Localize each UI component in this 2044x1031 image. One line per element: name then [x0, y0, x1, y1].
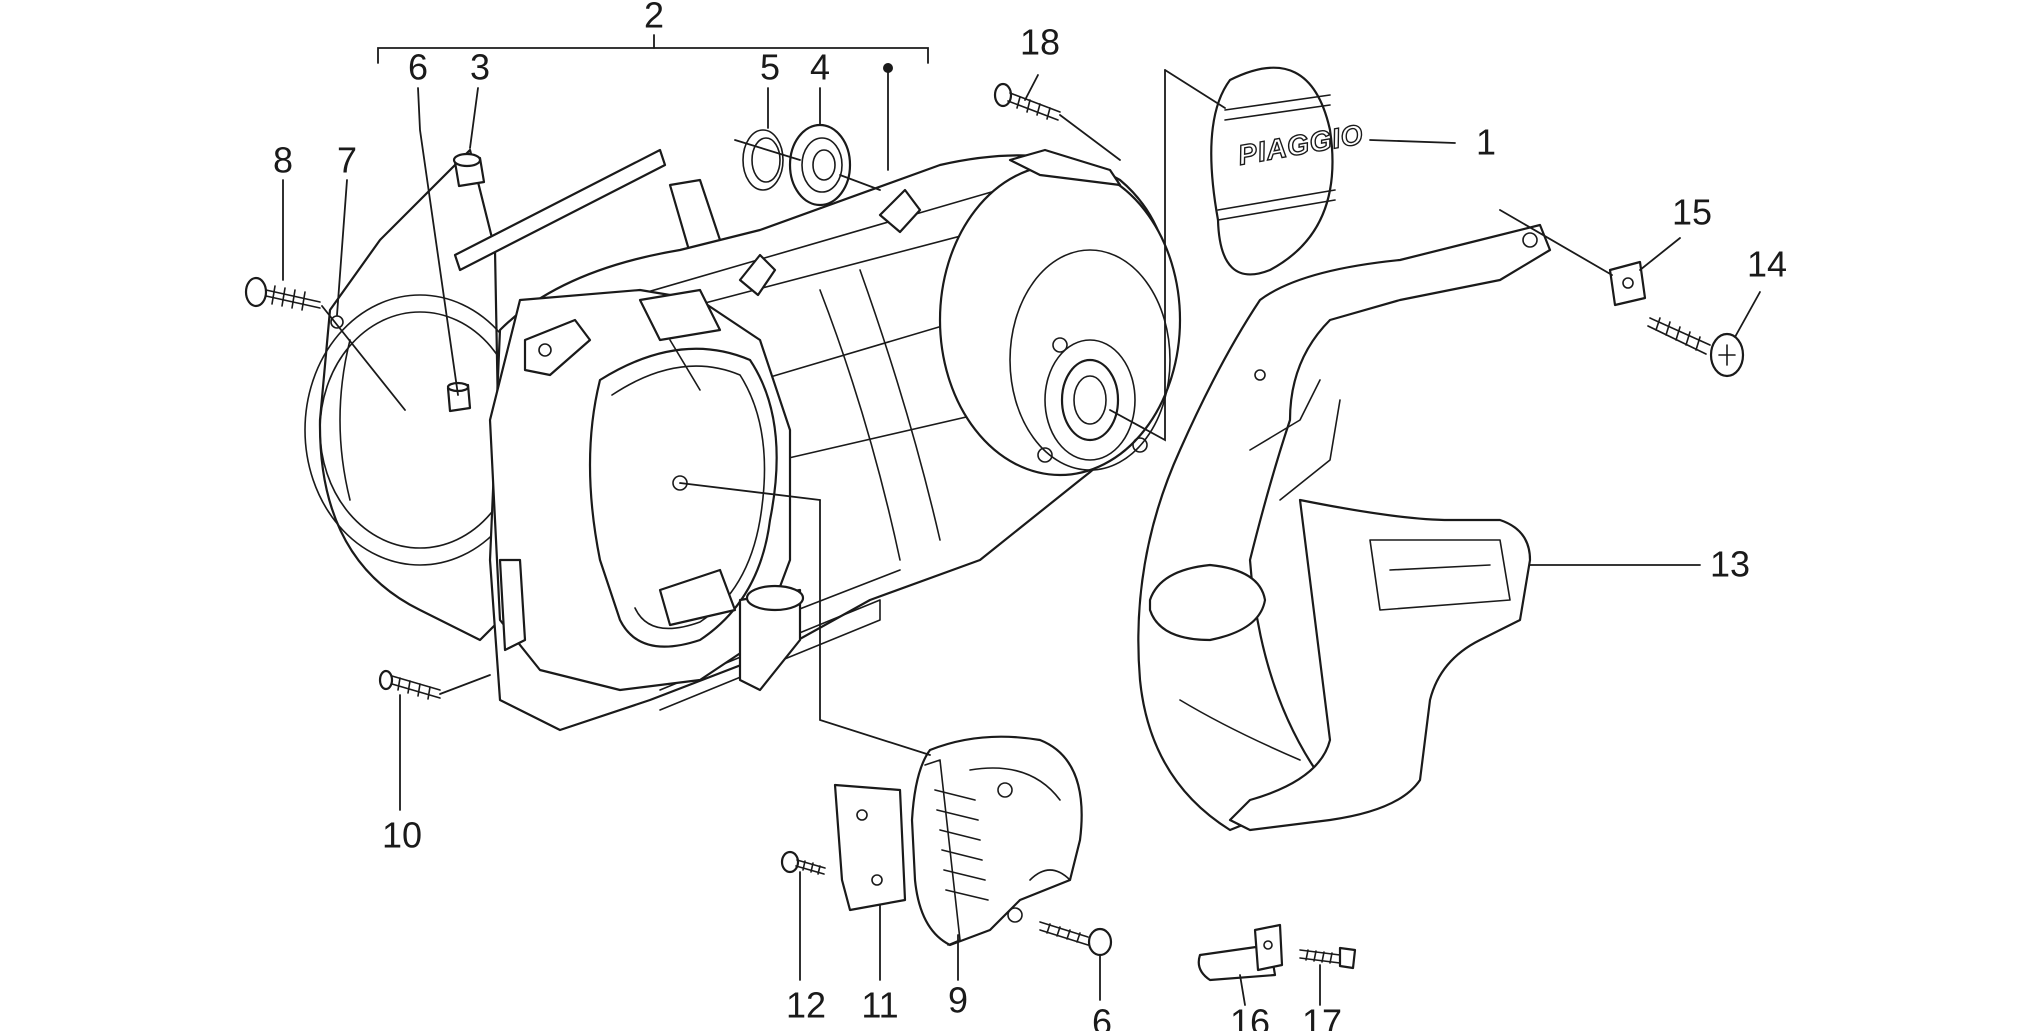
callout-labels: 1 2 3 4 5 6 6 7 8 9 10 11 12 13 14 15 16…	[273, 0, 1787, 1031]
part-18-bolt	[993, 82, 1061, 121]
part-12-screw	[780, 850, 826, 875]
part-6-screw	[1039, 921, 1113, 957]
callout-4: 4	[810, 47, 830, 88]
part-15-clip-nut	[1608, 260, 1647, 307]
part-1-cover-cap: PIAGGIO	[1210, 66, 1367, 276]
part-13-guard	[1137, 223, 1552, 832]
callout-18: 18	[1020, 22, 1060, 63]
callout-12: 12	[786, 985, 826, 1026]
part-6-dowel	[446, 381, 472, 413]
callout-7: 7	[337, 140, 357, 181]
part-4-bearing	[788, 123, 852, 207]
callout-10: 10	[382, 815, 422, 856]
callout-3: 3	[470, 47, 490, 88]
callout-14: 14	[1747, 244, 1787, 285]
callout-15: 15	[1672, 192, 1712, 233]
callout-9: 9	[948, 980, 968, 1021]
callout-5: 5	[760, 47, 780, 88]
part-8-screw	[244, 276, 321, 311]
callout-1: 1	[1476, 122, 1496, 163]
part-5-circlip	[742, 129, 784, 191]
part-2-intake-housing	[488, 288, 805, 692]
part-17-screw	[1299, 946, 1357, 970]
callout-13: 13	[1710, 544, 1750, 585]
part-10-screw	[378, 669, 441, 700]
callout-8: 8	[273, 140, 293, 181]
callout-11: 11	[861, 985, 898, 1026]
callout-16: 16	[1230, 1002, 1270, 1031]
callout-17: 17	[1302, 1002, 1342, 1031]
part-3-pin	[452, 152, 486, 188]
part-16-bracket	[1197, 923, 1284, 982]
callout-6-left: 6	[408, 47, 428, 88]
leader-lines	[282, 34, 1761, 1006]
callout-6-right: 6	[1092, 1002, 1112, 1031]
part-14-screw	[1647, 317, 1745, 378]
callout-2: 2	[644, 0, 664, 36]
part-11-gasket	[833, 783, 907, 912]
part-9-intake-cover	[910, 735, 1083, 947]
